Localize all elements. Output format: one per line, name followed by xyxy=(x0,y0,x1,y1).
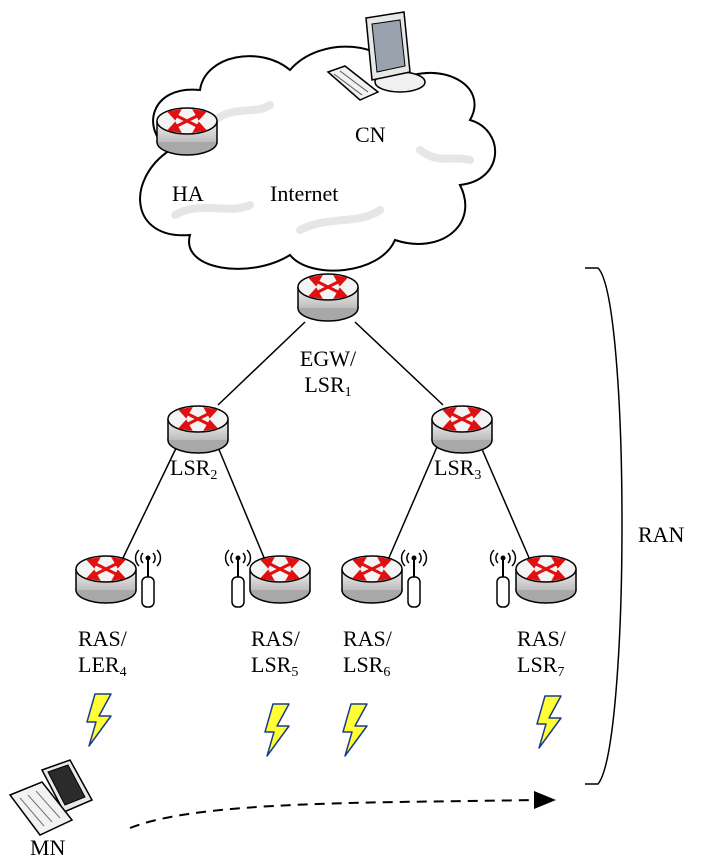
lsr3-subscript: 3 xyxy=(474,468,482,483)
gateway-name: LSR xyxy=(304,372,345,397)
ler4-label-line1: RAS/ xyxy=(78,626,127,651)
lsr6-name: LSR xyxy=(343,652,384,677)
gateway-label-line2: LSR1 xyxy=(278,372,378,400)
lsr2-label: LSR2 xyxy=(170,455,218,483)
lsr3-label: LSR3 xyxy=(434,455,482,483)
ler4-subscript: 4 xyxy=(119,665,127,680)
lsr7-name: LSR xyxy=(517,652,558,677)
lsr2-router-icon xyxy=(166,404,230,455)
lsr7-label-line2: LSR7 xyxy=(517,652,566,680)
lsr5-label-line2: LSR5 xyxy=(251,652,300,680)
gateway-label: EGW/ LSR1 xyxy=(278,346,378,400)
lsr6-subscript: 6 xyxy=(383,665,391,680)
lsr5-router-icon xyxy=(248,554,312,605)
lsr7-label-line1: RAS/ xyxy=(517,626,566,651)
gateway-label-line1: EGW/ xyxy=(299,346,357,371)
ler4-router-icon xyxy=(74,554,138,605)
lsr7-antenna-icon xyxy=(489,549,517,608)
home-agent-router-icon xyxy=(155,106,219,157)
lsr6-label-line2: LSR6 xyxy=(343,652,392,680)
network-links xyxy=(121,321,531,561)
lsr2-name: LSR xyxy=(170,455,211,480)
ran-label: RAN xyxy=(638,522,685,547)
lsr3-router-icon xyxy=(430,404,494,455)
lsr5-label: RAS/ LSR5 xyxy=(251,626,300,680)
lsr6-antenna-icon xyxy=(400,549,428,608)
lsr7-subscript: 7 xyxy=(557,665,565,680)
computer-icon xyxy=(326,11,426,101)
ran-bracket xyxy=(585,267,623,785)
wireless-signal-icon xyxy=(86,693,112,747)
lsr5-subscript: 5 xyxy=(291,665,299,680)
ler4-antenna-icon xyxy=(134,549,162,608)
lsr2-subscript: 2 xyxy=(210,468,218,483)
ler4-label-line2: LER4 xyxy=(78,652,127,680)
ler4-name: LER xyxy=(78,652,120,677)
lsr5-antenna-icon xyxy=(224,549,252,608)
lsr7-label: RAS/ LSR7 xyxy=(517,626,566,680)
wireless-signal-icon xyxy=(264,703,290,757)
mobile-node-label: MN xyxy=(30,835,66,860)
lsr3-name: LSR xyxy=(434,455,475,480)
lsr7-router-icon xyxy=(514,554,578,605)
home-agent-label: HA xyxy=(172,181,204,206)
lsr6-label-line1: RAS/ xyxy=(343,626,392,651)
correspondent-node-label: CN xyxy=(355,122,386,147)
wireless-signal-icon xyxy=(536,695,562,749)
gateway-subscript: 1 xyxy=(344,385,352,400)
lsr5-name: LSR xyxy=(251,652,292,677)
gateway-router-icon xyxy=(296,272,360,323)
internet-cloud xyxy=(139,45,496,272)
lsr6-router-icon xyxy=(340,554,404,605)
laptop-icon xyxy=(8,759,94,836)
movement-arrow xyxy=(129,791,556,829)
wireless-signal-icon xyxy=(342,703,368,757)
lsr5-label-line1: RAS/ xyxy=(251,626,300,651)
ler4-label: RAS/ LER4 xyxy=(78,626,127,680)
lsr6-label: RAS/ LSR6 xyxy=(343,626,392,680)
internet-label: Internet xyxy=(270,181,339,206)
